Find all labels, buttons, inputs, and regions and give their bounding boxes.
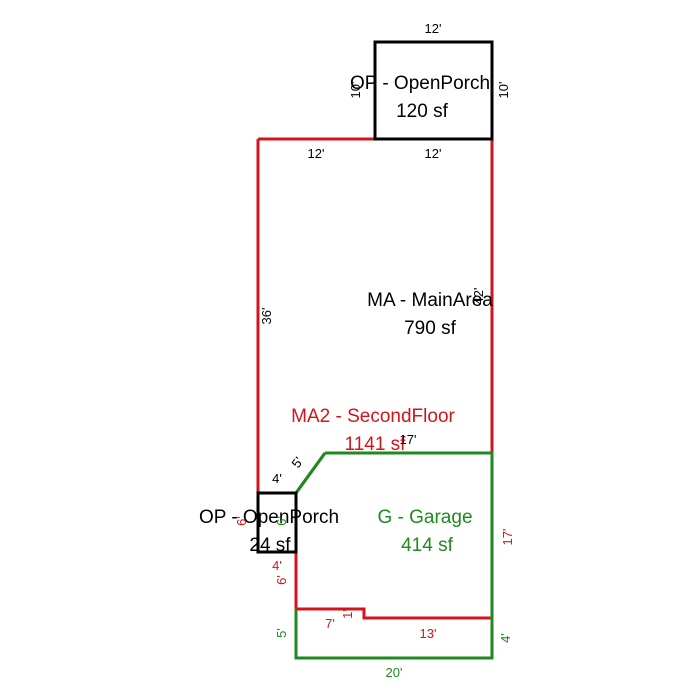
dim-diagonal: 5' (288, 454, 306, 471)
dim-step-right: 13' (420, 626, 437, 641)
small-porch-name: OP - OpenPorch (199, 507, 339, 528)
dim-main-right: 42' (471, 288, 486, 305)
main-area-size: 790 sf (404, 318, 456, 339)
dim-small-porch-right: 6' (274, 516, 289, 526)
dim-bottom-left: 5' (274, 628, 289, 638)
dim-bottom: 20' (386, 665, 403, 680)
garage-name: G - Garage (377, 507, 472, 528)
small-porch-size: 24 sf (249, 535, 291, 556)
dim-step-vertical: 1' (340, 609, 355, 619)
dim-main-left: 36' (259, 308, 274, 325)
main-area-name: MA - MainArea (367, 290, 493, 311)
dim-porch-top: 12' (425, 21, 442, 36)
top-porch-name: OP - OpenPorch (350, 73, 490, 94)
top-porch-size: 120 sf (396, 101, 448, 122)
second-floor-size: 1141 sf (345, 434, 407, 455)
dim-garage-top: 17' (400, 432, 417, 447)
top-porch-outline (373, 40, 494, 141)
dim-main-top-left: 12' (308, 146, 325, 161)
dim-garage-right: 17' (500, 529, 515, 546)
dim-lower-left-red: 6' (274, 575, 289, 585)
dim-small-porch-bottom: 4' (272, 558, 282, 573)
dim-main-top-right: 12' (425, 146, 442, 161)
second-floor-name: MA2 - SecondFloor (291, 406, 455, 427)
lower-red-outline (294, 552, 492, 620)
dim-small-porch-top: 4' (272, 471, 282, 486)
dim-porch-left: 10' (348, 82, 363, 99)
dim-bottom-right: 4' (498, 633, 513, 643)
garage-size: 414 sf (401, 535, 453, 556)
small-porch-outline (256, 491, 298, 554)
dim-small-porch-left: 6' (234, 516, 249, 526)
dim-porch-right: 10' (496, 82, 511, 99)
garage-diagonal-edge (294, 452, 327, 494)
dim-step-left: 7' (325, 616, 335, 631)
